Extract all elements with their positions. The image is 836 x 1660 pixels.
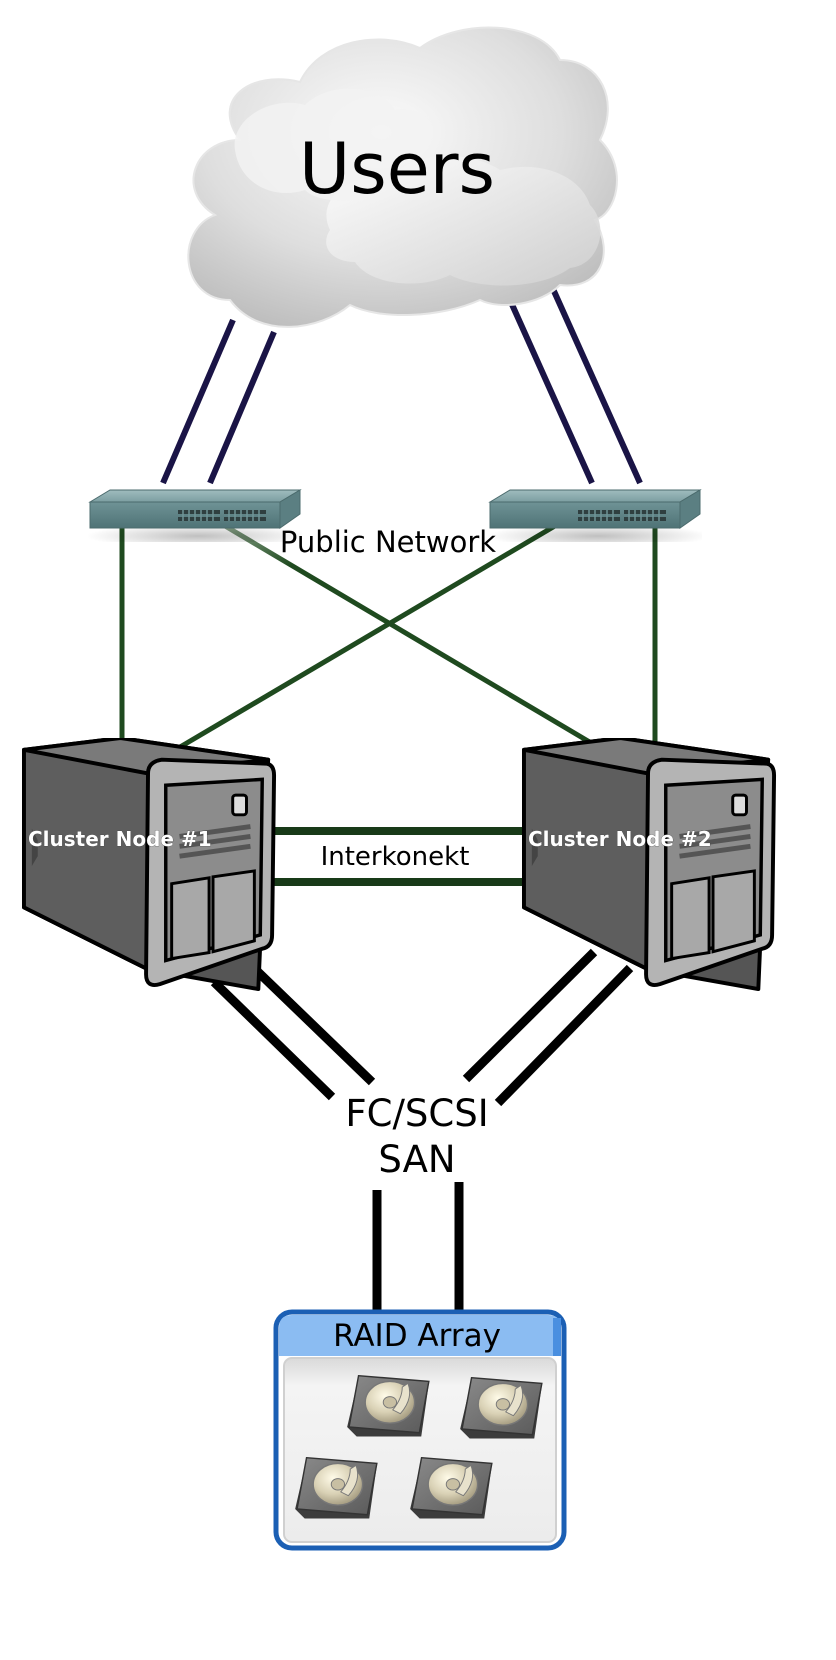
cluster-node-2: Cluster Node #2	[524, 738, 774, 989]
san-label-line1: FC/SCSI	[345, 1092, 488, 1135]
san-links	[210, 948, 634, 1312]
users-label: Users	[299, 128, 495, 210]
raid-array-header	[279, 1315, 561, 1356]
san-link-node1-1	[210, 978, 336, 1101]
raid-array: RAID Array	[273, 1309, 567, 1551]
server-tower-icon	[24, 738, 274, 989]
san-link-node2-2	[494, 964, 634, 1107]
interconnect-label: Interkonekt	[321, 842, 470, 872]
users-link-right-1	[507, 298, 595, 485]
network-link-sw1-node2	[213, 517, 600, 750]
users-cloud: Users	[187, 26, 618, 328]
hard-disk-icon	[294, 1456, 378, 1520]
users-link-left-1	[160, 318, 236, 485]
interconnect-links	[268, 827, 528, 886]
raid-array-label: RAID Array	[333, 1318, 501, 1354]
network-switch-icon	[488, 489, 702, 542]
san-label-line2: SAN	[378, 1138, 455, 1181]
users-links	[160, 278, 643, 485]
network-switch-right	[488, 489, 702, 542]
hard-disk-icon	[346, 1374, 430, 1438]
users-link-left-2	[207, 330, 277, 485]
san-link-node1-2	[252, 966, 376, 1086]
network-switch-left	[88, 489, 302, 542]
hard-disk-icon	[409, 1456, 493, 1520]
cluster-node-1: Cluster Node #1	[24, 738, 274, 989]
hard-disk-icon	[459, 1376, 543, 1440]
cluster-node-2-label: Cluster Node #2	[528, 827, 712, 851]
users-link-right-2	[546, 278, 643, 485]
server-tower-icon	[524, 738, 774, 989]
san-link-node2-1	[462, 948, 598, 1083]
network-switch-icon	[88, 489, 302, 542]
network-link-sw2-node1	[173, 517, 567, 753]
cluster-node-1-label: Cluster Node #1	[28, 827, 212, 851]
public-network-label: Public Network	[280, 525, 496, 559]
cloud-icon	[187, 26, 618, 328]
public-network-links	[119, 517, 658, 753]
